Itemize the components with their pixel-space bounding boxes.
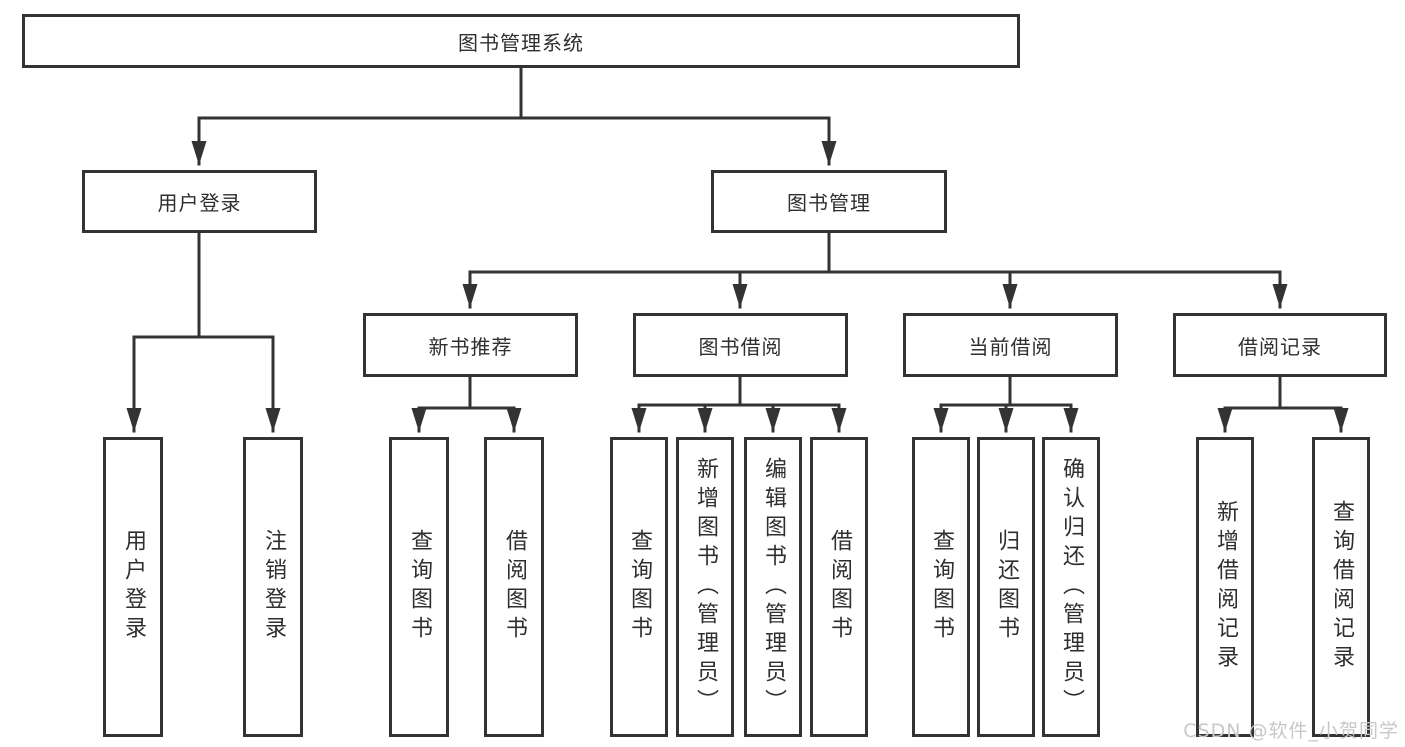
node-current-borrow: 当前借阅 bbox=[903, 313, 1118, 377]
leaf-bb-borrow-books-label: 借阅图书 bbox=[827, 529, 852, 645]
leaf-nbr-borrow-books: 借阅图书 bbox=[484, 437, 544, 737]
leaf-bb-query-books-label: 查询图书 bbox=[627, 529, 652, 645]
leaf-cb-confirm-return-label: 确认归还（管理员） bbox=[1059, 456, 1084, 718]
leaf-cb-return-books-label: 归还图书 bbox=[994, 529, 1019, 645]
leaf-cb-query-books: 查询图书 bbox=[912, 437, 970, 737]
node-borrow-record-label: 借阅记录 bbox=[1238, 334, 1322, 359]
node-new-book-recommend-label: 新书推荐 bbox=[428, 334, 513, 359]
node-book-borrow-label: 图书借阅 bbox=[698, 334, 783, 359]
leaf-cb-return-books: 归还图书 bbox=[977, 437, 1035, 737]
node-user-login-label: 用户登录 bbox=[157, 191, 242, 215]
node-book-borrow: 图书借阅 bbox=[633, 313, 848, 377]
leaf-bb-add-books: 新增图书（管理员） bbox=[676, 437, 734, 737]
leaf-bb-query-books: 查询图书 bbox=[610, 437, 668, 737]
leaf-br-query-record-label: 查询借阅记录 bbox=[1329, 500, 1354, 674]
node-current-borrow-label: 当前借阅 bbox=[968, 334, 1053, 359]
node-user-login: 用户登录 bbox=[82, 170, 317, 233]
leaf-user-login: 用户登录 bbox=[103, 437, 163, 737]
leaf-bb-edit-books: 编辑图书（管理员） bbox=[744, 437, 802, 737]
leaf-bb-edit-books-label: 编辑图书（管理员） bbox=[761, 456, 786, 718]
leaf-br-query-record: 查询借阅记录 bbox=[1312, 437, 1370, 737]
node-borrow-record: 借阅记录 bbox=[1173, 313, 1387, 377]
leaf-nbr-query-books: 查询图书 bbox=[389, 437, 449, 737]
node-book-management: 图书管理 bbox=[711, 170, 947, 233]
leaf-logout: 注销登录 bbox=[243, 437, 303, 737]
node-root-label: 图书管理系统 bbox=[458, 30, 584, 55]
leaf-nbr-borrow-books-label: 借阅图书 bbox=[502, 529, 527, 645]
leaf-nbr-query-books-label: 查询图书 bbox=[407, 529, 432, 645]
node-new-book-recommend: 新书推荐 bbox=[363, 313, 578, 377]
watermark-text: CSDN @软件_小贺同学 bbox=[1183, 720, 1399, 742]
node-book-management-label: 图书管理 bbox=[787, 191, 871, 215]
leaf-br-add-record: 新增借阅记录 bbox=[1196, 437, 1254, 737]
leaf-user-login-label: 用户登录 bbox=[121, 529, 146, 645]
node-root: 图书管理系统 bbox=[22, 14, 1020, 68]
leaf-cb-confirm-return: 确认归还（管理员） bbox=[1042, 437, 1100, 737]
leaf-cb-query-books-label: 查询图书 bbox=[929, 529, 954, 645]
leaf-br-add-record-label: 新增借阅记录 bbox=[1213, 500, 1238, 674]
leaf-bb-add-books-label: 新增图书（管理员） bbox=[693, 456, 718, 718]
leaf-logout-label: 注销登录 bbox=[261, 529, 286, 645]
leaf-bb-borrow-books: 借阅图书 bbox=[810, 437, 868, 737]
